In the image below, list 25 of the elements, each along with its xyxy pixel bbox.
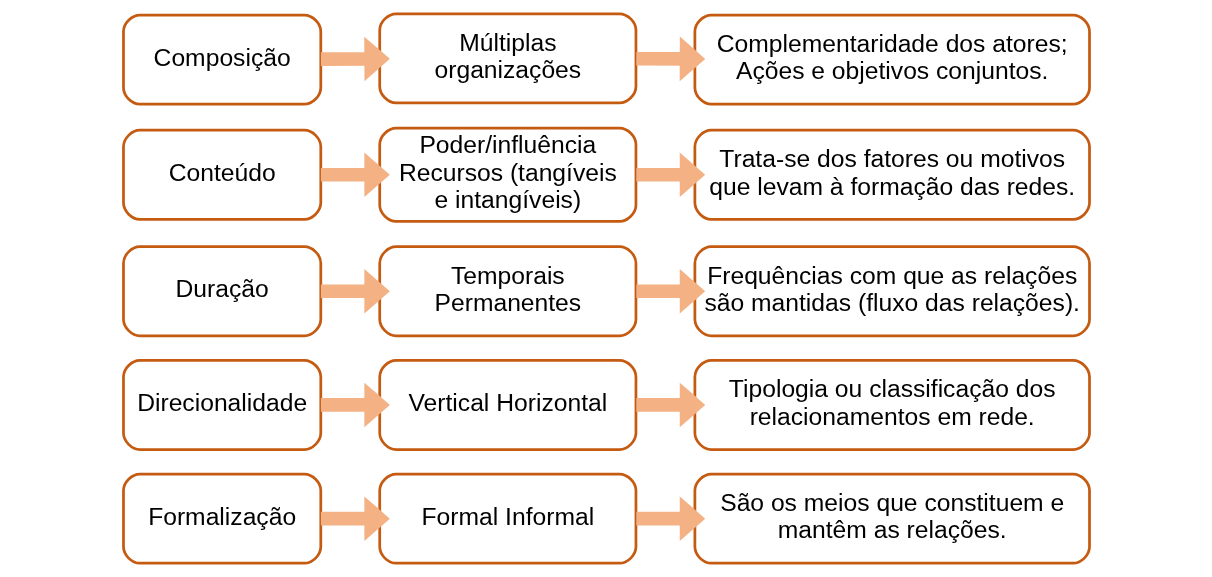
arrow <box>635 268 705 314</box>
arrow <box>320 496 390 541</box>
arrow <box>320 36 390 82</box>
node-box: Tipologia ou classificação dos relacionamentos em rede. <box>693 359 1091 451</box>
arrow <box>635 152 705 198</box>
node-box: Poder/influência Recursos (tangíveis e intangíveis) <box>377 126 637 223</box>
arrow <box>635 496 705 541</box>
node-box: Duração <box>121 245 322 338</box>
arrow <box>320 152 390 198</box>
arrow <box>635 36 705 82</box>
node-box: Complementaridade dos atores; Ações e objetivos conjuntos. <box>693 13 1091 106</box>
node-box: Formalização <box>121 472 322 565</box>
node-box: Direcionalidade <box>121 359 322 451</box>
node-box: Conteúdo <box>121 128 322 221</box>
node-box: Vertical Horizontal <box>377 359 637 451</box>
arrow <box>635 382 705 428</box>
arrow <box>320 268 390 314</box>
node-box: Trata-se dos fatores ou motivos que levam à formação das redes. <box>693 128 1091 221</box>
node-box: Formal Informal <box>377 472 637 565</box>
node-box: Múltiplas organizações <box>377 12 637 105</box>
node-box: São os meios que constituem e mantêm as relações. <box>693 472 1091 565</box>
arrow <box>320 382 390 428</box>
node-box: Frequências com que as relações são mantidas (fluxo das relações). <box>693 245 1091 338</box>
node-box: Composição <box>121 13 322 106</box>
node-box: Temporais Permanentes <box>377 245 637 338</box>
